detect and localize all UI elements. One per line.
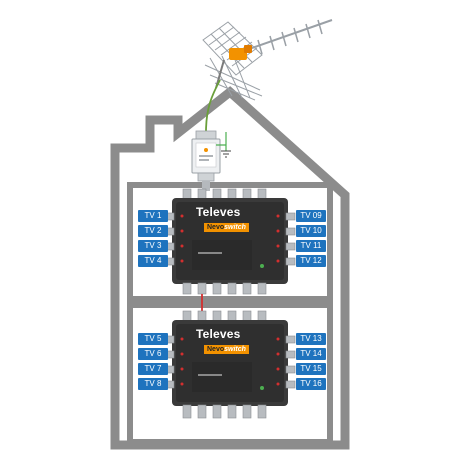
product-name-bottom: Nevoswitch bbox=[204, 345, 249, 354]
product-suffix-top: switch bbox=[224, 224, 246, 231]
tv-label-bottom-right-4: TV 16 bbox=[296, 378, 326, 390]
tv-label-bottom-left-1: TV 5 bbox=[138, 333, 168, 345]
multiswitch-bottom bbox=[164, 310, 296, 419]
product-name-top: Nevoswitch bbox=[204, 223, 249, 232]
tv-label-top-right-4: TV 12 bbox=[296, 255, 326, 267]
tv-label-bottom-left-3: TV 7 bbox=[138, 363, 168, 375]
product-prefix-bottom: Nevo bbox=[207, 346, 225, 353]
product-suffix-bottom: switch bbox=[224, 346, 246, 353]
antenna-cable bbox=[205, 79, 221, 133]
tv-label-top-left-4: TV 4 bbox=[138, 255, 168, 267]
house-outline bbox=[110, 86, 350, 450]
tv-label-top-right-3: TV 11 bbox=[296, 240, 326, 252]
tv-label-bottom-left-2: TV 6 bbox=[138, 348, 168, 360]
amplifier-icon bbox=[191, 130, 221, 191]
tv-antenna-icon bbox=[202, 19, 333, 101]
ground-icon bbox=[221, 150, 231, 158]
tv-label-top-right-1: TV 09 bbox=[296, 210, 326, 222]
multiswitch-top bbox=[164, 188, 296, 295]
upper-floor bbox=[127, 182, 333, 302]
tv-label-top-right-2: TV 10 bbox=[296, 225, 326, 237]
tv-label-top-left-1: TV 1 bbox=[138, 210, 168, 222]
tv-label-bottom-right-2: TV 14 bbox=[296, 348, 326, 360]
tv-label-bottom-right-1: TV 13 bbox=[296, 333, 326, 345]
product-prefix-top: Nevo bbox=[207, 224, 225, 231]
tv-label-bottom-left-4: TV 8 bbox=[138, 378, 168, 390]
tv-label-top-left-2: TV 2 bbox=[138, 225, 168, 237]
lower-floor bbox=[127, 302, 333, 445]
tv-label-top-left-3: TV 3 bbox=[138, 240, 168, 252]
brand-top: Televes bbox=[196, 205, 241, 219]
brand-bottom: Televes bbox=[196, 327, 241, 341]
tv-label-bottom-right-3: TV 15 bbox=[296, 363, 326, 375]
